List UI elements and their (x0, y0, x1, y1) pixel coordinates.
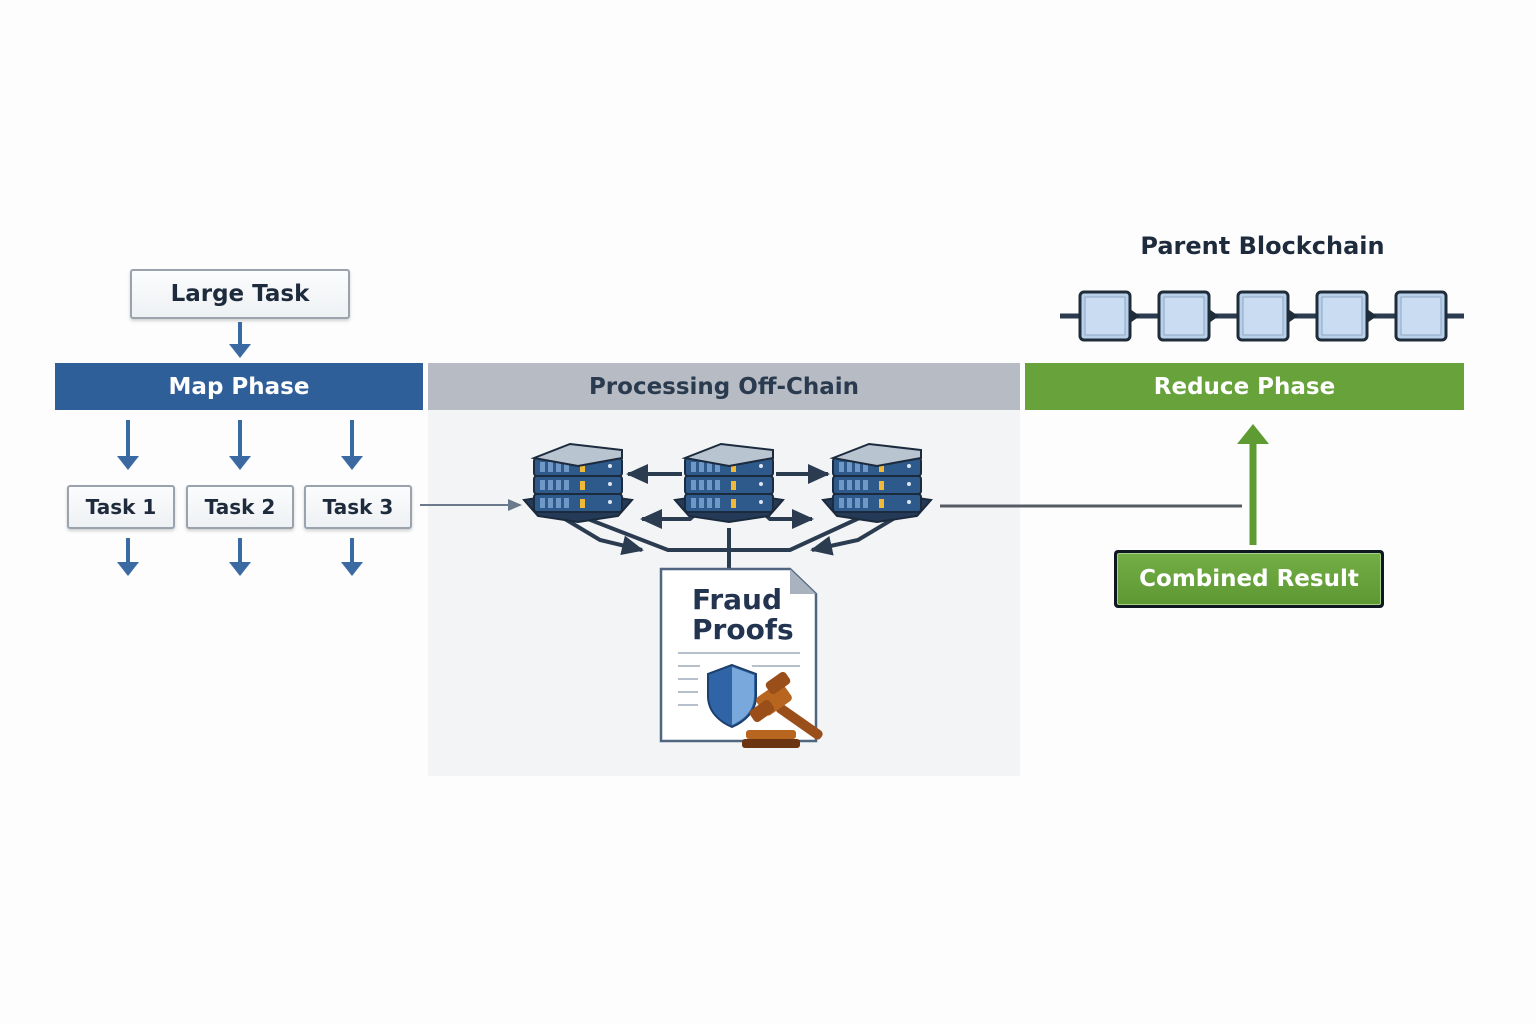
reduce-phase-header: Reduce Phase (1025, 363, 1464, 410)
block-icon (1236, 290, 1290, 342)
fraud-proofs-title: Fraud Proofs (692, 585, 794, 645)
arrow-down-icon (229, 322, 251, 358)
chain-arrow-icon (1130, 309, 1140, 323)
arrow-down-icon (341, 538, 363, 576)
chain-arrow-icon (1367, 309, 1377, 323)
parent-blockchain-title: Parent Blockchain (1140, 232, 1385, 260)
task-1-box: Task 1 (67, 485, 175, 529)
block-icon (1157, 290, 1211, 342)
arrow-down-icon (229, 420, 251, 470)
arrow-down-icon (229, 538, 251, 576)
arrow-down-icon (341, 420, 363, 470)
server-node-1-icon (522, 442, 634, 524)
arrow-up-icon (1237, 424, 1269, 545)
shield-icon (707, 663, 757, 729)
block-icon (1315, 290, 1369, 342)
map-phase-header: Map Phase (55, 363, 423, 410)
server-node-2-icon (673, 442, 785, 524)
server-interconnect-arrows (558, 464, 900, 568)
chain-arrow-icon (1209, 309, 1219, 323)
combined-result-label: Combined Result (1117, 553, 1381, 605)
large-task-box: Large Task (130, 269, 350, 319)
map-flow-arrows (117, 322, 363, 576)
gavel-icon (742, 671, 823, 748)
block-icon (1078, 290, 1132, 342)
fraud-proofs-document (659, 567, 823, 748)
parent-blockchain (1060, 290, 1464, 342)
processing-off-chain-header: Processing Off-Chain (428, 363, 1020, 410)
chain-arrow-icon (1288, 309, 1298, 323)
task-3-box: Task 3 (304, 485, 412, 529)
combined-result-box: Combined Result (1114, 550, 1384, 608)
fraud-proofs-line-1: Fraud (692, 583, 783, 616)
block-icon (1394, 290, 1448, 342)
task-2-box: Task 2 (186, 485, 294, 529)
arrow-down-icon (117, 538, 139, 576)
arrow-down-icon (117, 420, 139, 470)
fraud-proofs-line-2: Proofs (692, 613, 794, 646)
server-node-3-icon (821, 442, 933, 524)
